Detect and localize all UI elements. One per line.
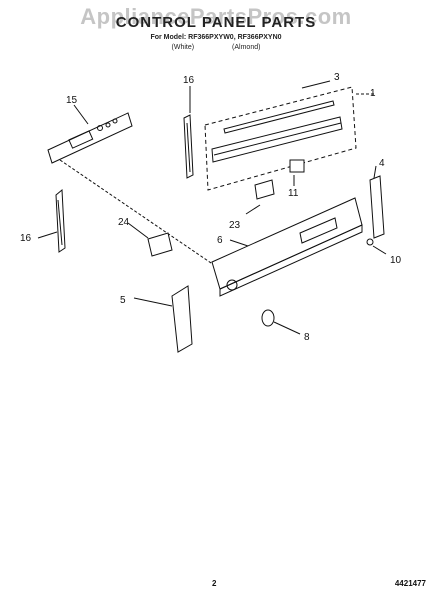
side-bracket-part-4 [369, 165, 385, 239]
control-panel-part-6 [211, 197, 363, 297]
trim-strip-part-3 [223, 80, 335, 134]
bracket-part-16-upper [183, 86, 194, 179]
callout-16-lower: 16 [20, 233, 32, 244]
switch-part-24 [127, 222, 173, 257]
callout-16-upper: 16 [183, 75, 195, 86]
page-number: 2 [212, 579, 217, 588]
callout-24: 24 [118, 217, 130, 228]
control-board-part-15 [47, 104, 215, 266]
fastener-part-10 [366, 238, 387, 255]
color-almond: (Almond) [232, 44, 261, 51]
callout-3: 3 [334, 72, 340, 83]
knob-part-8 [261, 309, 301, 335]
callout-4: 4 [379, 158, 385, 169]
bracket-part-16-lower [37, 188, 66, 253]
color-white: (White) [171, 44, 195, 51]
callout-15: 15 [66, 95, 78, 106]
callout-5: 5 [120, 295, 126, 306]
callout-11: 11 [288, 188, 299, 199]
page-title: CONTROL PANEL PARTS [115, 14, 317, 31]
callout-23: 23 [229, 220, 241, 231]
model-line: For Model: RF366PXYW0, RF366PXYN0 [150, 34, 282, 41]
component-part-23 [245, 179, 275, 215]
watermark: AppliancePartsPros.com [80, 4, 352, 29]
callout-8: 8 [304, 332, 310, 343]
callout-6: 6 [217, 235, 223, 246]
trim-part-1 [211, 116, 343, 163]
end-cap-part-5 [133, 285, 193, 353]
document-number: 4421477 [394, 579, 426, 588]
trim-group-outline [204, 86, 376, 191]
callout-1: 1 [370, 88, 376, 99]
color-line: (White) (Almond) [0, 44, 432, 51]
callout-10: 10 [390, 255, 402, 266]
component-part-11 [289, 159, 305, 186]
